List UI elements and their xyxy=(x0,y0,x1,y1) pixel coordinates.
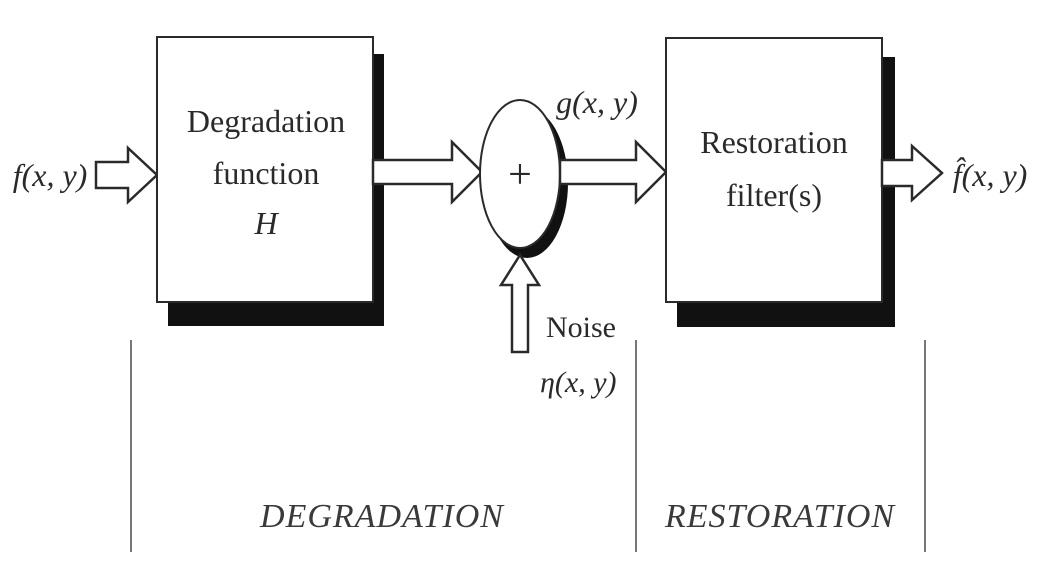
output-label: f̂(x, y) xyxy=(953,157,1028,193)
adder-symbol: + xyxy=(508,152,532,198)
output-arrow xyxy=(880,143,944,203)
stage-restoration-label: RESTORATION xyxy=(664,498,896,535)
arrow-to-adder xyxy=(371,138,484,206)
degradation-block: Degradation function H xyxy=(156,36,384,326)
noise-label: Noise xyxy=(546,311,616,344)
degradation-block-box xyxy=(156,36,374,303)
restoration-line2: filter(s) xyxy=(726,177,822,213)
restoration-block: Restoration filter(s) xyxy=(665,37,895,327)
input-arrow xyxy=(94,145,159,205)
restoration-block-box xyxy=(665,37,883,303)
degradation-line3: H xyxy=(253,205,279,241)
stage-degradation-label: DEGRADATION xyxy=(259,498,505,535)
degradation-line2: function xyxy=(213,155,320,191)
arrow-to-restoration xyxy=(558,138,668,206)
noise-arrow xyxy=(498,252,542,354)
noise-symbol: η(x, y) xyxy=(540,366,617,399)
restoration-line1: Restoration xyxy=(700,124,848,160)
adder: + xyxy=(479,99,568,258)
input-label: f(x, y) xyxy=(13,157,88,193)
degraded-image-label: g(x, y) xyxy=(556,84,638,120)
degradation-line1: Degradation xyxy=(187,103,345,139)
